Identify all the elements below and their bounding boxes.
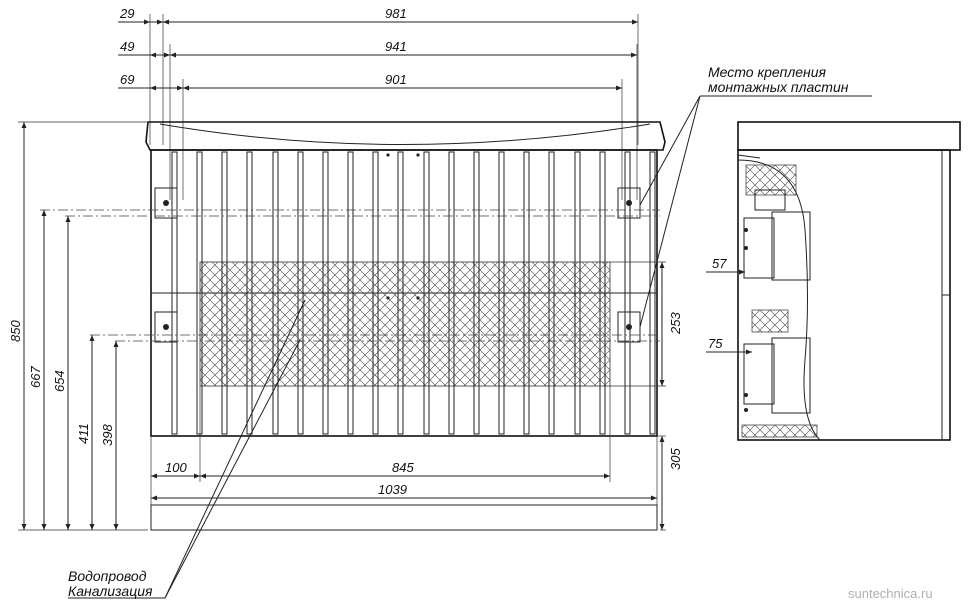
cabinet-front-view <box>145 121 666 437</box>
cabinet-side-view <box>737 121 961 441</box>
slat <box>448 151 455 435</box>
slat <box>322 151 329 435</box>
top-dimension-69-901 <box>118 85 622 91</box>
dim-901: 901 <box>385 72 407 87</box>
dim-49: 49 <box>120 39 134 54</box>
dim-75: 75 <box>708 336 723 351</box>
dim-253: 253 <box>668 312 683 335</box>
dim-411: 411 <box>76 423 91 444</box>
dim-981: 981 <box>385 6 407 21</box>
slat <box>221 151 228 435</box>
dim-305: 305 <box>668 448 683 470</box>
leader-mounting <box>639 95 872 328</box>
dim-667: 667 <box>28 366 43 388</box>
slat <box>624 151 631 435</box>
top-dimension-29-981 <box>118 19 638 25</box>
slat <box>548 151 555 435</box>
slat <box>196 151 203 435</box>
dim-100: 100 <box>165 460 187 475</box>
dim-850: 850 <box>8 320 23 342</box>
slat <box>523 151 530 435</box>
slat <box>599 151 606 435</box>
slat <box>649 151 656 435</box>
mounting-plates <box>154 153 641 343</box>
dim-654: 654 <box>52 370 67 392</box>
dim-29: 29 <box>119 6 134 21</box>
bottom-dimensions <box>150 386 658 531</box>
slat <box>372 151 379 435</box>
top-dimension-49-941 <box>118 52 637 58</box>
slat <box>297 151 304 435</box>
slat <box>498 151 505 435</box>
slat <box>574 151 581 435</box>
label-water: Водопровод <box>68 568 147 584</box>
slat <box>171 151 178 435</box>
side-dimensions <box>706 269 752 355</box>
center-lines <box>40 209 660 342</box>
slat <box>246 151 253 435</box>
slat <box>473 151 480 435</box>
right-dimensions <box>610 261 666 531</box>
dim-941: 941 <box>385 39 407 54</box>
dim-57: 57 <box>712 256 727 271</box>
slat <box>397 151 404 435</box>
slat <box>272 151 279 435</box>
slat <box>347 151 354 435</box>
slat <box>423 151 430 435</box>
watermark: suntechnica.ru <box>848 586 933 601</box>
dim-1039: 1039 <box>378 482 407 497</box>
dim-845: 845 <box>392 460 414 475</box>
cabinet-slats <box>171 151 656 435</box>
dim-398: 398 <box>100 424 115 446</box>
dim-69: 69 <box>120 72 134 87</box>
label-sewer: Канализация <box>68 583 153 599</box>
leader-plumbing <box>68 299 306 599</box>
label-mounting-line2: монтажных пластин <box>708 79 849 95</box>
label-mounting-line1: Место крепления <box>708 64 827 80</box>
left-dimensions <box>18 121 148 531</box>
